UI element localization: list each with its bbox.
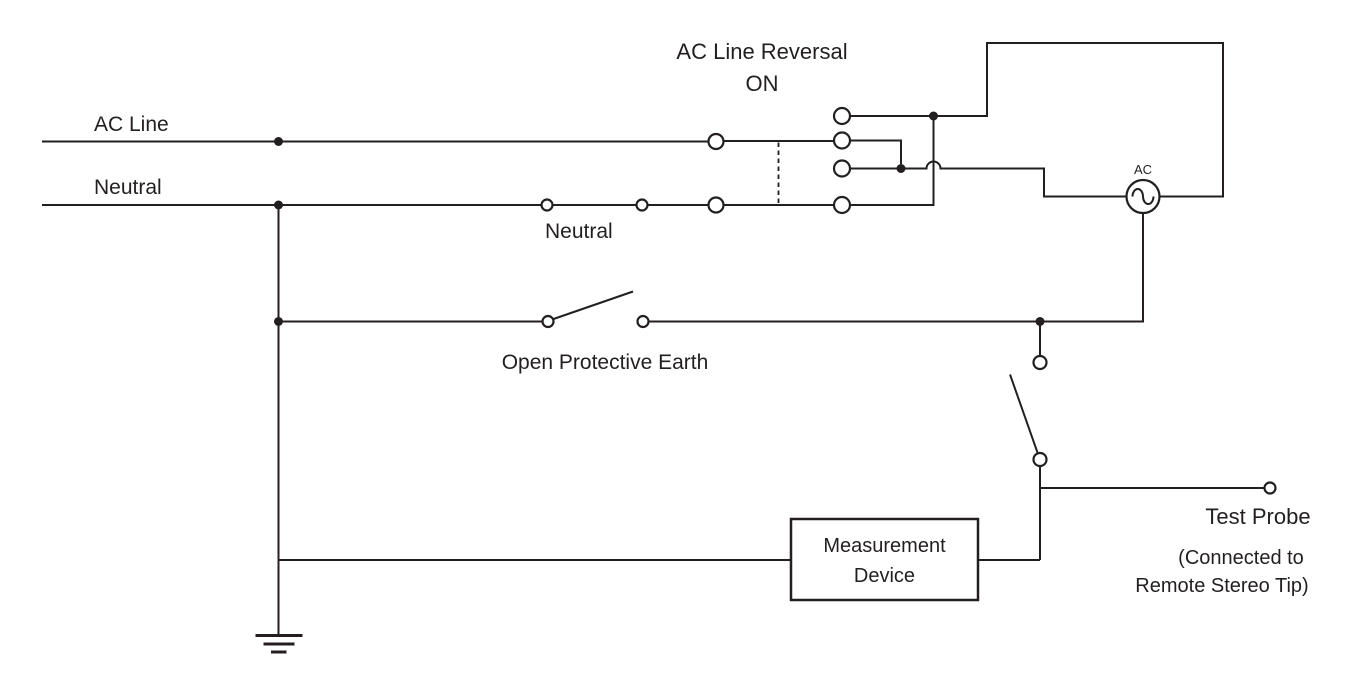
ground-symbol bbox=[255, 634, 303, 654]
test-probe-label: Test Probe bbox=[1205, 504, 1310, 529]
neutral-label: Neutral bbox=[94, 176, 162, 199]
neutral-switch-contact-left bbox=[707, 196, 725, 214]
test-probe-terminal-circle bbox=[1263, 481, 1277, 495]
earth-switch-blade bbox=[553, 290, 634, 320]
probe-switch-blade bbox=[1009, 374, 1039, 454]
reversal-contact-1 bbox=[832, 106, 852, 126]
measurement-device-label-line2: Device bbox=[854, 565, 915, 587]
wire-contact1-to-source-loop bbox=[850, 42, 1224, 198]
ac-line-label: AC Line bbox=[94, 113, 169, 136]
test-probe-note-line2: Remote Stereo Tip) bbox=[1135, 575, 1308, 597]
ac-line-switch-contact-left bbox=[707, 132, 725, 151]
wire-contact3-to-source-left-with-hop bbox=[850, 160, 1127, 198]
reversal-contact-2 bbox=[832, 131, 852, 150]
measurement-device-label-line1: Measurement bbox=[823, 535, 946, 557]
earth-switch-contact-right bbox=[636, 314, 650, 329]
wire-contact2-down-jumper bbox=[850, 139, 902, 164]
probe-switch-contact-top bbox=[1032, 354, 1048, 371]
reversal-contact-3 bbox=[832, 159, 852, 178]
earth-switch-contact-left bbox=[541, 314, 555, 329]
ac-source-sine-wave bbox=[1131, 188, 1155, 205]
ac-line-junction-dot bbox=[274, 137, 283, 146]
diagram-title-line1: AC Line Reversal bbox=[676, 39, 847, 64]
ac-source-label: AC bbox=[1134, 162, 1152, 177]
diagram-title-line2: ON bbox=[746, 71, 779, 96]
open-protective-earth-label: Open Protective Earth bbox=[502, 351, 709, 374]
probe-switch-contact-bottom bbox=[1032, 451, 1048, 468]
wire-contact4-up-to-junction bbox=[850, 116, 935, 206]
reversal-contact-4 bbox=[832, 195, 852, 215]
neutral-connector-circle-2 bbox=[635, 198, 649, 212]
measurement-device-box bbox=[789, 517, 980, 602]
test-probe-note-line1: (Connected to bbox=[1178, 547, 1304, 569]
protective-earth-wire-right bbox=[648, 213, 1144, 323]
neutral-connector-circle-1 bbox=[540, 198, 554, 212]
neutral-switch-label: Neutral bbox=[545, 220, 613, 243]
